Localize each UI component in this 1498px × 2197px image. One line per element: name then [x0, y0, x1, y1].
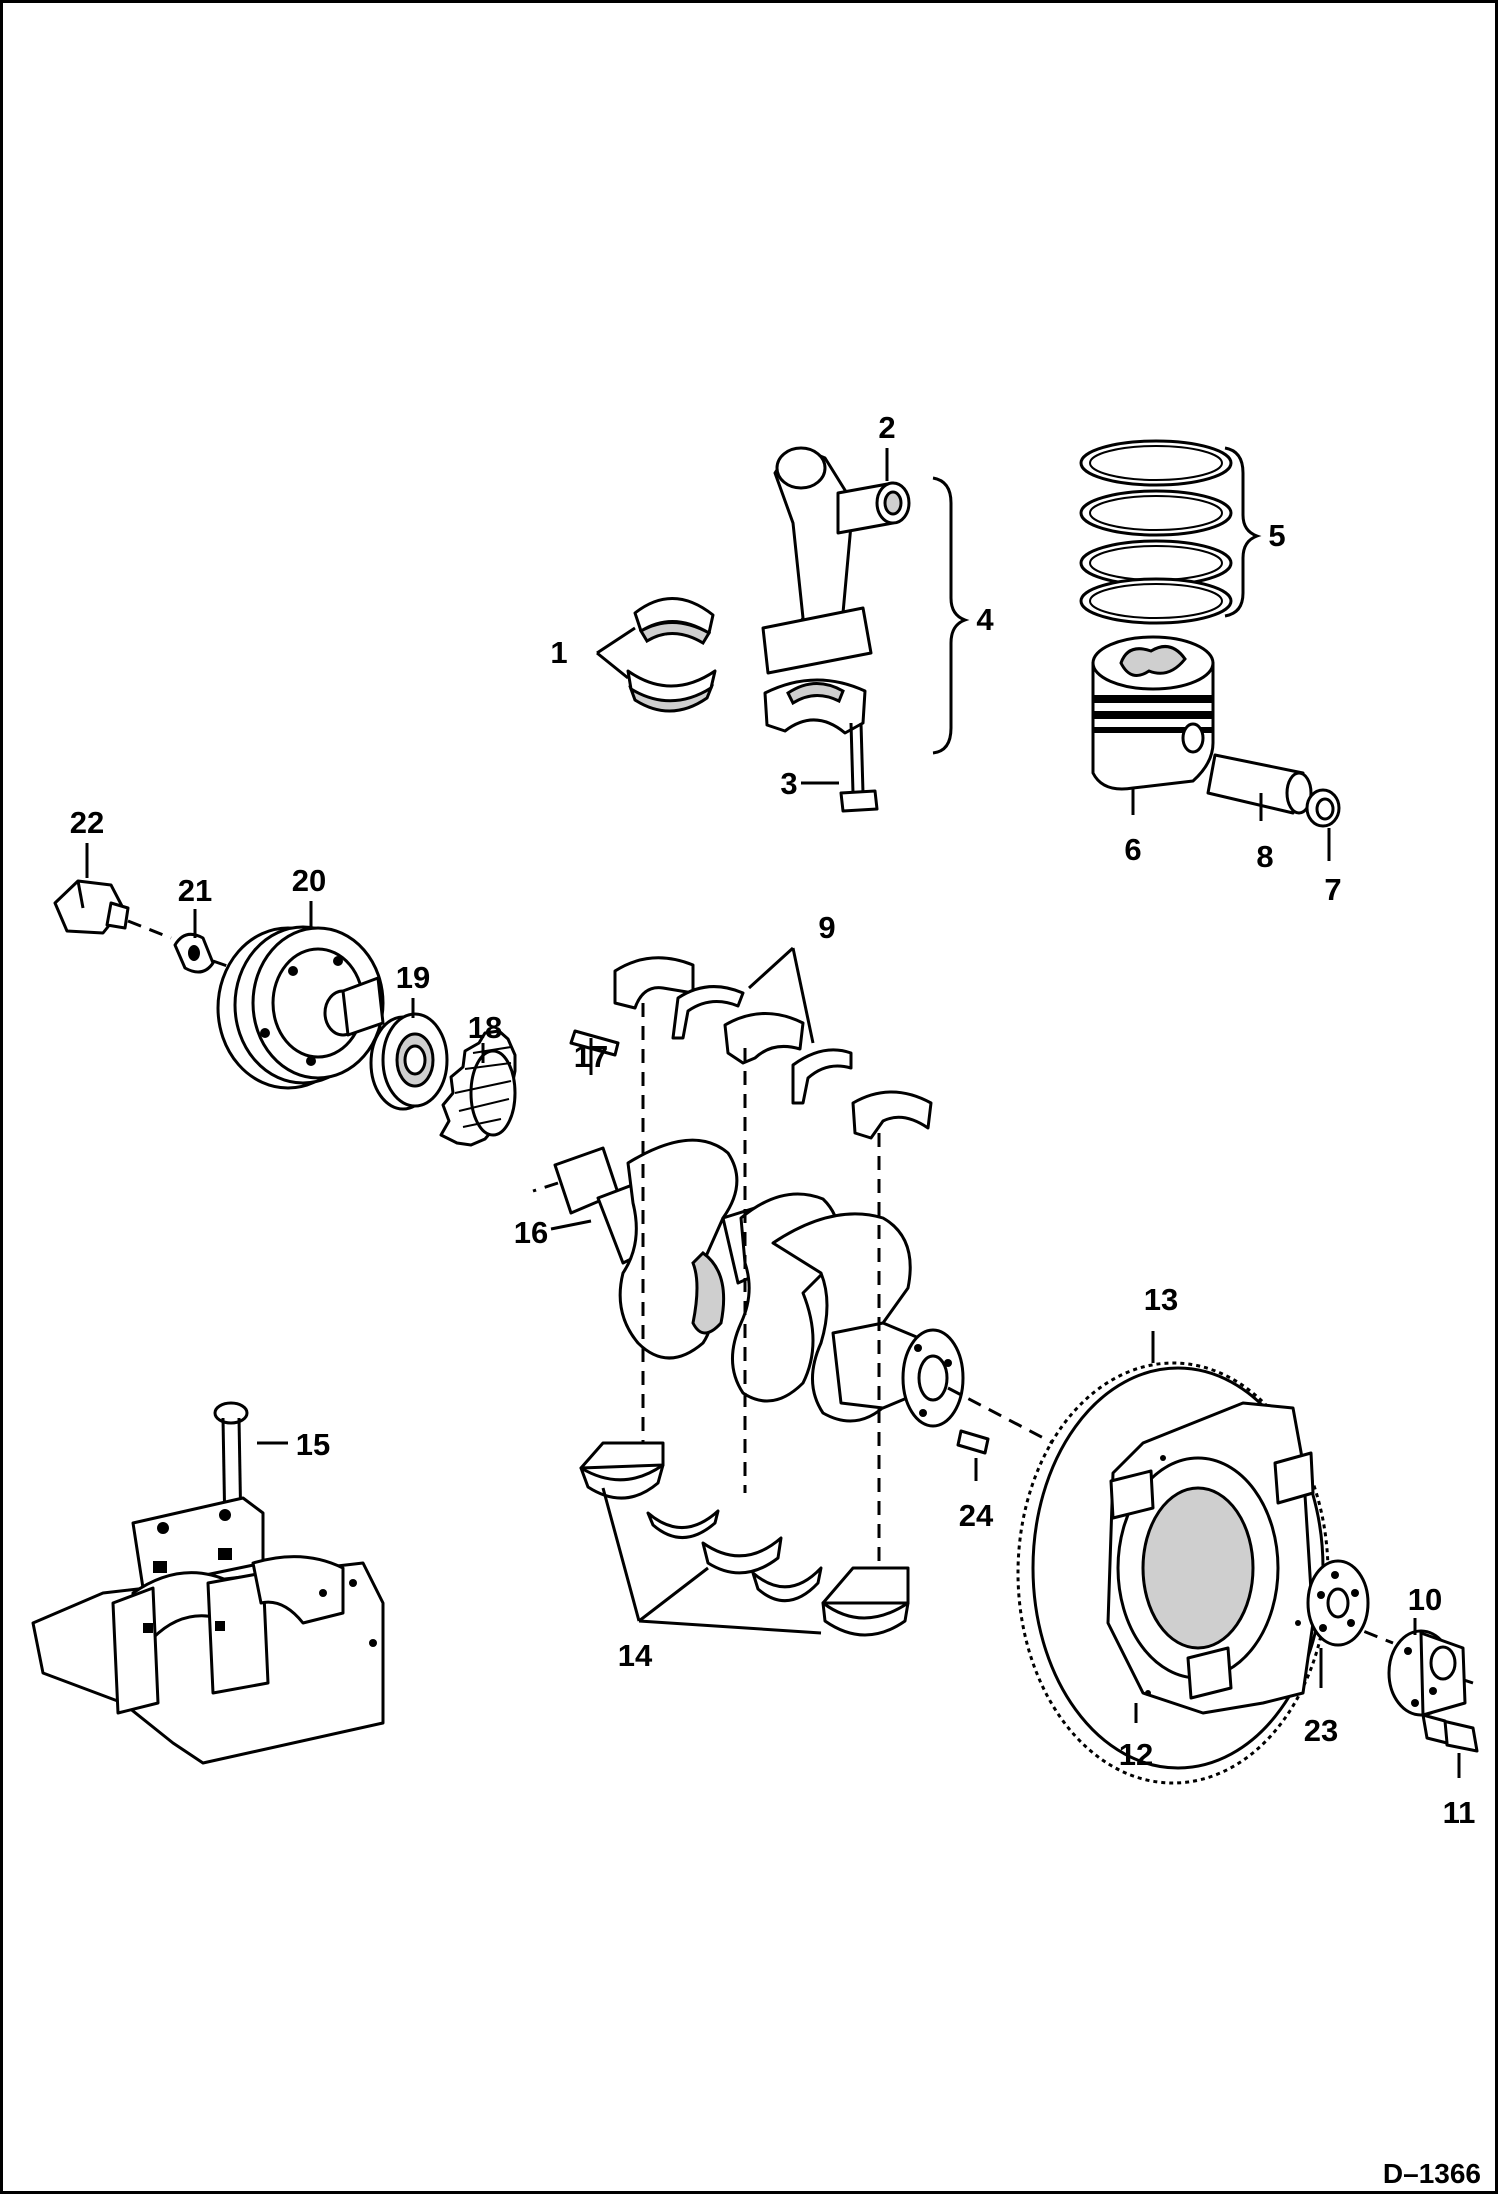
pulley-bolt	[53, 879, 172, 940]
piston-pin	[1206, 753, 1313, 815]
flywheel	[1016, 1361, 1330, 1785]
callout-15: 15	[296, 1427, 330, 1462]
callout-13: 13	[1144, 1282, 1178, 1317]
crankshaft-gear	[439, 1029, 517, 1147]
piston	[1091, 635, 1215, 791]
callout-18: 18	[468, 1010, 502, 1045]
hub-bolt	[1421, 1713, 1479, 1753]
lower-main-bearings	[579, 1441, 910, 1637]
callout-8: 8	[1256, 839, 1273, 874]
callout-10: 10	[1408, 1582, 1442, 1617]
callout-24: 24	[959, 1498, 994, 1533]
callout-22: 22	[70, 805, 104, 840]
callout-labels: 1 2 3 4 5 6 7 8 9 10 11 12 13 14 15 16 1…	[70, 410, 1476, 1830]
flywheel-plate	[1306, 1559, 1370, 1647]
callout-12: 12	[1119, 1737, 1153, 1772]
piston-rings	[1079, 439, 1233, 625]
leader-lines	[85, 448, 1461, 1778]
pulley-washer	[173, 932, 234, 974]
callout-4: 4	[976, 602, 994, 637]
callout-16: 16	[514, 1215, 548, 1250]
callout-2: 2	[878, 410, 895, 445]
drive-hub	[1387, 1629, 1467, 1717]
cylinder-block-section	[31, 1496, 385, 1765]
callout-9: 9	[818, 910, 835, 945]
upper-main-bearings	[613, 956, 933, 1140]
oil-seal	[369, 1012, 449, 1111]
callout-3: 3	[780, 766, 797, 801]
callout-7: 7	[1324, 872, 1341, 907]
callout-20: 20	[292, 863, 326, 898]
rod-bearing-shells	[626, 597, 717, 713]
callout-1: 1	[550, 635, 567, 670]
woodruff-key	[569, 1029, 620, 1057]
dowel-pin	[956, 1429, 990, 1455]
callout-11: 11	[1443, 1795, 1476, 1830]
callout-23: 23	[1304, 1713, 1338, 1748]
callout-14: 14	[618, 1638, 653, 1673]
bracket-5	[1224, 446, 1262, 618]
callout-21: 21	[178, 873, 212, 908]
bracket-4	[932, 476, 970, 755]
crankshaft	[532, 1138, 965, 1428]
crankshaft-pulley	[216, 925, 385, 1090]
callout-19: 19	[396, 960, 430, 995]
callout-6: 6	[1124, 832, 1141, 867]
callout-5: 5	[1268, 518, 1285, 553]
snap-ring	[1305, 788, 1341, 828]
rod-bolt	[839, 722, 879, 813]
exploded-parts-diagram: 1 2 3 4 5 6 7 8 9 10 11 12 13 14 15 16 1…	[31, 410, 1481, 2189]
small-end-bushing	[836, 481, 911, 535]
drawing-code: D–1366	[1383, 2158, 1481, 2189]
callout-17: 17	[574, 1039, 608, 1074]
